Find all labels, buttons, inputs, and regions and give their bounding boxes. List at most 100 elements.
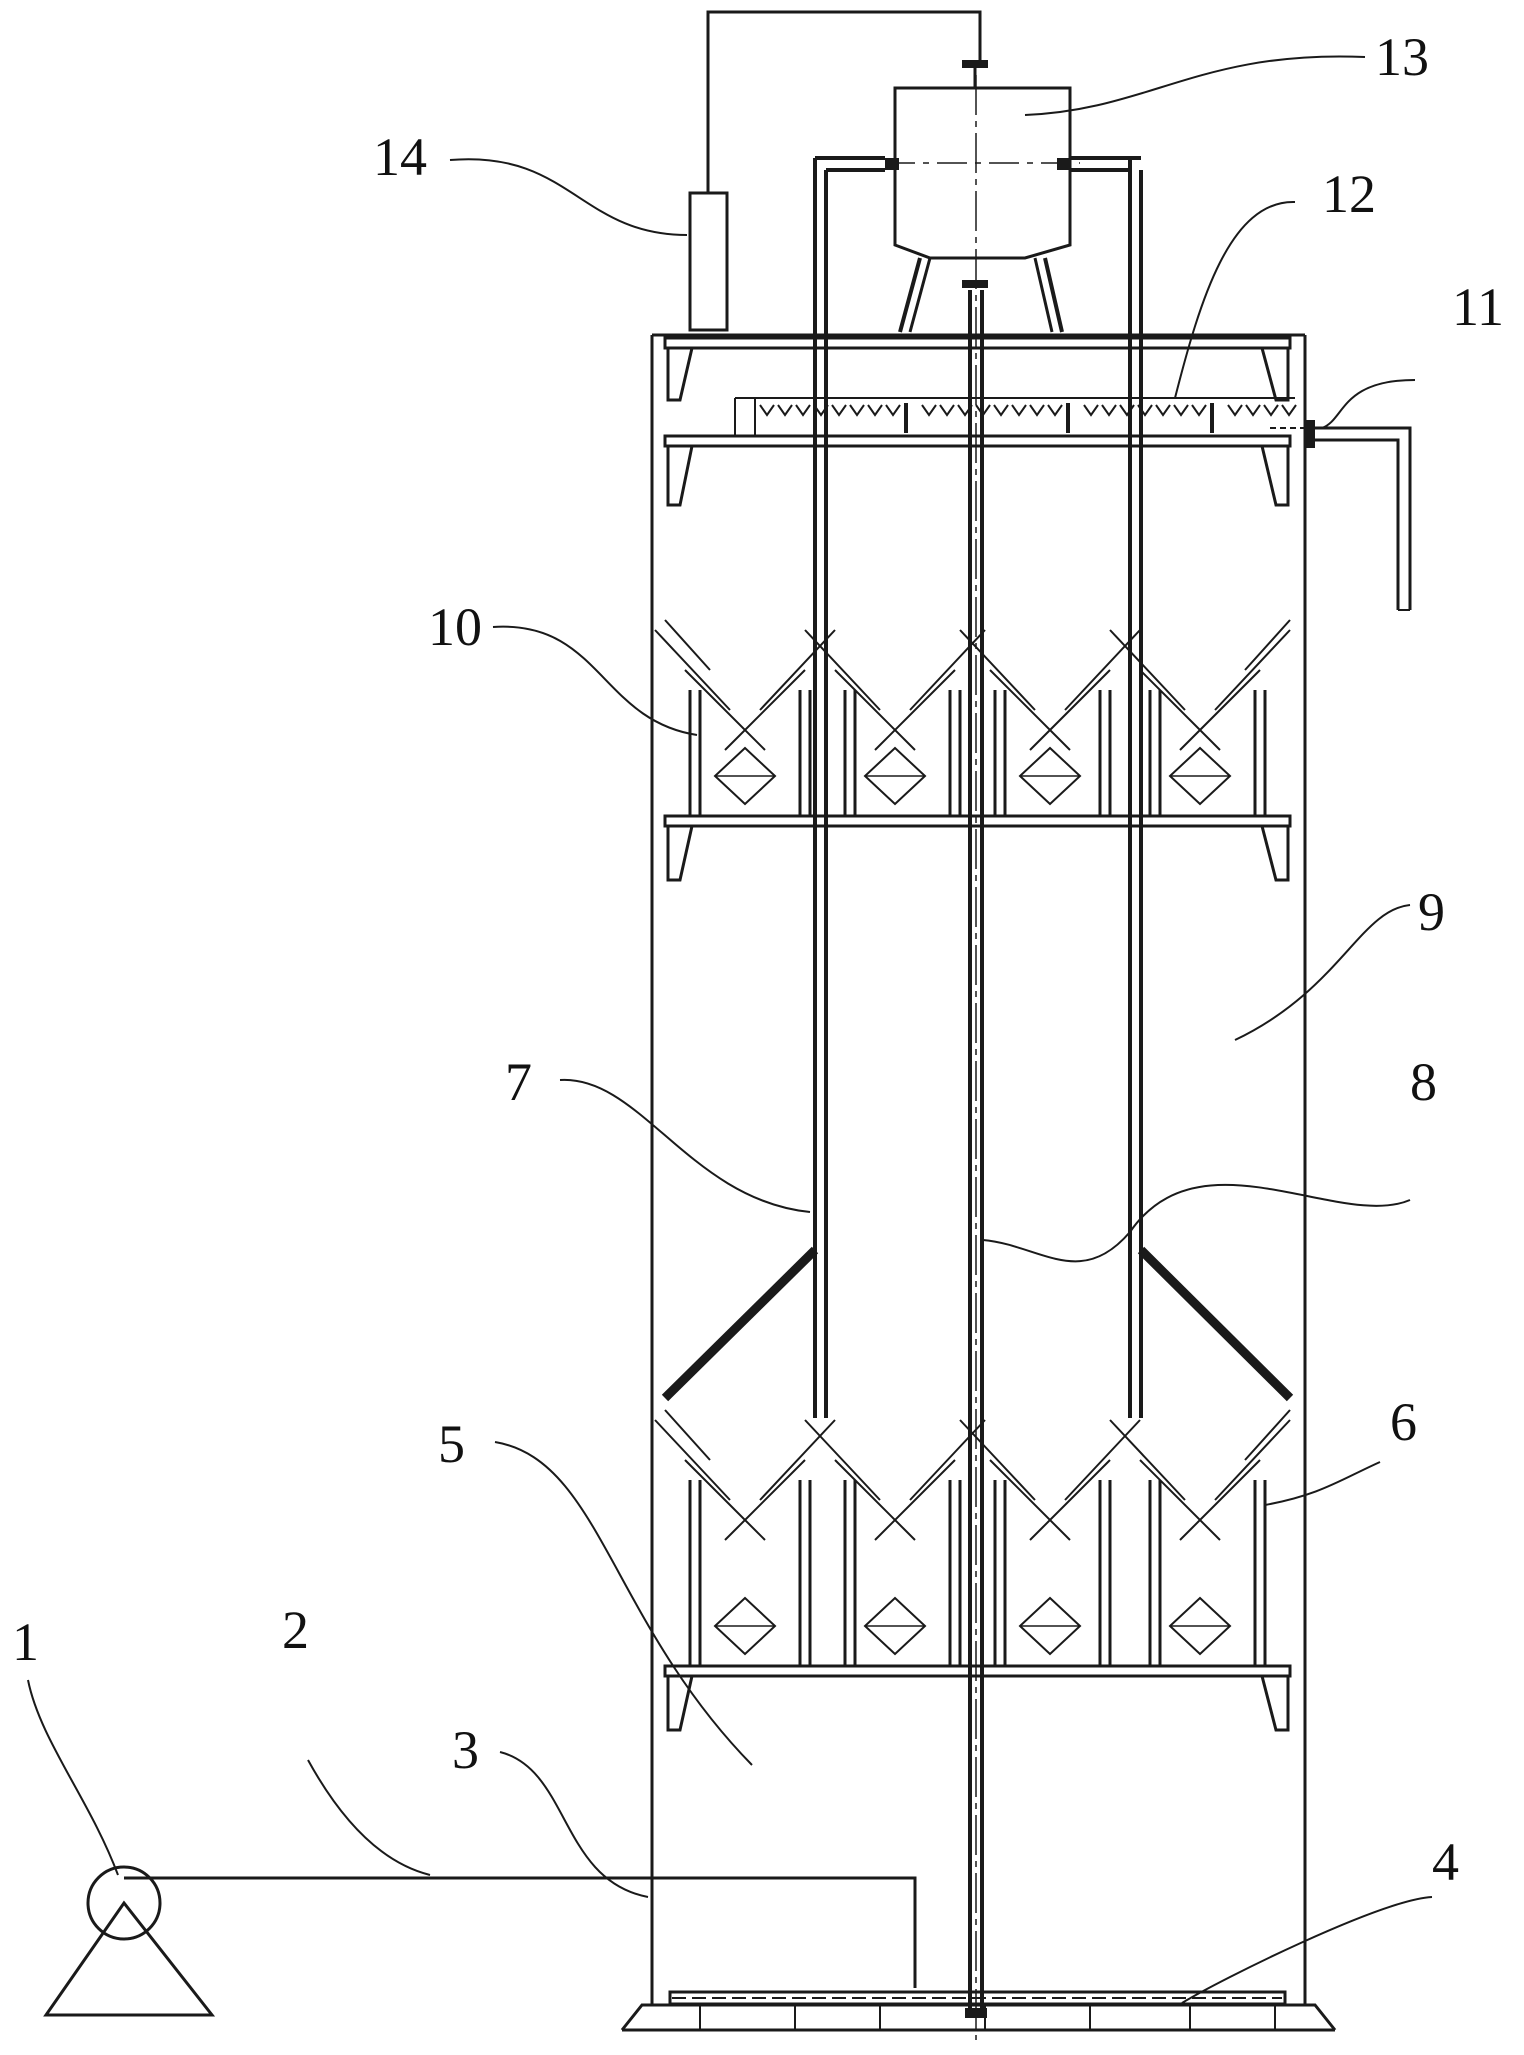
separator-baffle: [1109, 1419, 1186, 1501]
label-1: 1: [12, 1612, 39, 1672]
gas-collector: [863, 1596, 927, 1656]
separator-baffle: [1139, 1459, 1221, 1541]
lower-support-plate: [663, 1664, 1292, 1732]
separator-baffle: [909, 629, 986, 711]
separator-baffle: [684, 1459, 766, 1541]
separator-baffle: [759, 1419, 836, 1501]
separator-baffle: [834, 669, 916, 751]
weir-tooth: [849, 404, 865, 417]
gas-liquid-separator: [885, 60, 1080, 333]
weir-tooth: [1245, 404, 1261, 417]
upper-support-plate: [663, 814, 1292, 882]
separator-baffle: [1109, 629, 1186, 711]
weir-tooth: [939, 404, 955, 417]
gas-collector: [863, 746, 927, 806]
weir-tooth: [1101, 404, 1117, 417]
label-4: 4: [1432, 1832, 1459, 1892]
label-3: 3: [452, 1720, 479, 1780]
separator-baffle: [959, 629, 1036, 711]
weir-tooth: [1263, 404, 1279, 417]
separator-wall: [1244, 1409, 1291, 1461]
label-9: 9: [1418, 882, 1445, 942]
bottom-distributor: [620, 1990, 1337, 2032]
weir-tooth: [885, 404, 901, 417]
weir-tooth: [1083, 404, 1099, 417]
weir-tooth: [867, 404, 883, 417]
weir-tooth: [921, 404, 937, 417]
separator-baffle: [1139, 669, 1221, 751]
gas-collector: [1018, 1596, 1082, 1656]
separator-baffle: [654, 1419, 731, 1501]
leader-lines: [27, 55, 1433, 2004]
top-plate: [663, 336, 1292, 402]
gas-riser-pipes: [661, 156, 1294, 1418]
separator-baffle: [1214, 629, 1291, 711]
upper-three-phase-separator: [654, 619, 1291, 816]
weir-divider: [904, 403, 908, 433]
weir-tooth: [1227, 404, 1243, 417]
label-11: 11: [1452, 277, 1504, 337]
separator-baffle: [759, 629, 836, 711]
separator-wall: [664, 619, 711, 671]
weir-tooth: [777, 404, 793, 417]
separator-baffle: [1064, 629, 1141, 711]
separator-baffle: [959, 1419, 1036, 1501]
base-posts: [699, 2005, 1276, 2030]
label-13: 13: [1375, 27, 1429, 87]
separator-baffle: [1214, 1419, 1291, 1501]
feed-pump: [43, 1865, 216, 2017]
weir-tooth: [1029, 404, 1045, 417]
separator-baffle: [724, 669, 806, 751]
weir-tooth: [795, 404, 811, 417]
label-10: 10: [428, 597, 482, 657]
separator-baffle: [654, 629, 731, 711]
label-12: 12: [1322, 164, 1376, 224]
weir-divider: [1210, 403, 1214, 433]
gas-holder: [688, 10, 982, 332]
weir-tooth: [1155, 404, 1171, 417]
label-2: 2: [282, 1600, 309, 1660]
gas-collector: [1168, 1596, 1232, 1656]
separator-baffle: [874, 669, 956, 751]
central-downcomer-pipe: [965, 75, 987, 2040]
outlet-pipe: [1270, 420, 1412, 611]
separator-baffle: [684, 669, 766, 751]
gas-collector: [1018, 746, 1082, 806]
label-6: 6: [1390, 1392, 1417, 1452]
feed-pipe: [124, 1876, 917, 1988]
separator-baffle: [1064, 1419, 1141, 1501]
weir-tooth: [993, 404, 1009, 417]
separator-baffle: [724, 1459, 806, 1541]
separator-baffle: [909, 1419, 986, 1501]
weir-tooth: [1191, 404, 1207, 417]
weir-tooth: [1281, 404, 1297, 417]
label-14: 14: [373, 127, 427, 187]
weir-divider: [1066, 403, 1070, 433]
separator-baffle: [804, 1419, 881, 1501]
gas-collector: [713, 1596, 777, 1656]
collection-weir: [663, 397, 1297, 507]
separator-baffle: [1029, 1459, 1111, 1541]
lower-three-phase-separator: [654, 1409, 1291, 1666]
separator-wall: [664, 1409, 711, 1461]
separator-baffle: [804, 629, 881, 711]
separator-baffle: [1179, 1459, 1261, 1541]
label-8: 8: [1410, 1052, 1437, 1112]
separator-wall: [1244, 619, 1291, 671]
reactor-tank: [650, 333, 1307, 2005]
separator-baffle: [1179, 669, 1261, 751]
separator-baffle: [834, 1459, 916, 1541]
weir-tooth: [831, 404, 847, 417]
weir-tooth: [1011, 404, 1027, 417]
weir-tooth: [1047, 404, 1063, 417]
part-labels: 1 2 3 4 5 6 7 8 9 10 11 12 13 14: [12, 27, 1504, 1892]
gas-collector: [1168, 746, 1232, 806]
separator-baffle: [874, 1459, 956, 1541]
weir-teeth: [759, 403, 1297, 433]
weir-tooth: [1173, 404, 1189, 417]
separator-baffle: [989, 1459, 1071, 1541]
label-7: 7: [505, 1052, 532, 1112]
separator-baffle: [989, 669, 1071, 751]
weir-tooth: [759, 404, 775, 417]
